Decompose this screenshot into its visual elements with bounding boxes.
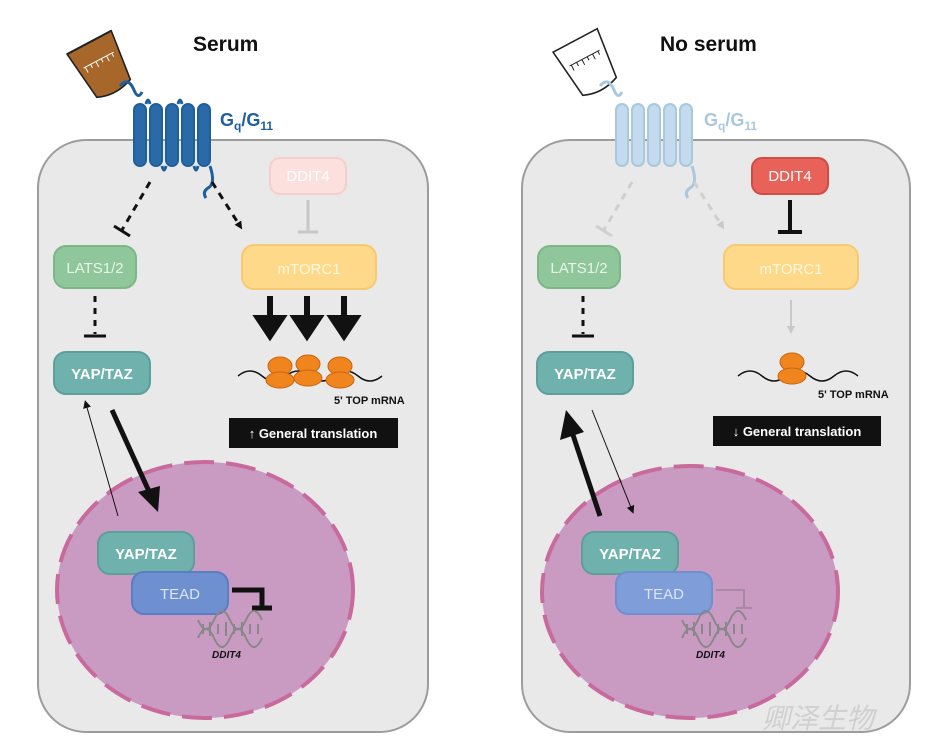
right-mtorc1-box <box>723 244 859 290</box>
right-tead-box <box>615 571 713 615</box>
left-tead-label: TEAD <box>160 586 200 603</box>
left-translation-banner <box>229 418 398 448</box>
right-ddit4-box <box>751 157 829 195</box>
right-yap-label: YAP/TAZ <box>554 366 616 383</box>
left-yap-export-arrow <box>83 400 119 517</box>
left-dna-icon <box>197 610 263 648</box>
right-receptor-to-lats <box>602 181 634 231</box>
right-ribosome <box>777 352 807 385</box>
right-mtorc1-label: mTORC1 <box>759 261 822 278</box>
left-ddit4-box <box>269 157 347 195</box>
left-receptor-to-lats <box>120 181 152 231</box>
right-yap-box <box>536 351 634 395</box>
left-gpcr-receptor <box>118 80 215 199</box>
serum-beaker-icon <box>65 29 132 99</box>
left-mrna-label: 5' TOP mRNA <box>334 395 405 407</box>
right-mrna-label: 5' TOP mRNA <box>818 389 889 401</box>
right-gpcr-receptor <box>598 80 697 199</box>
left-panel: Serum Gq/G11 DDIT4 LATS1/2 mTORC1 <box>37 29 429 733</box>
left-title: Serum <box>193 33 258 56</box>
left-ddit4-inhibit <box>298 200 318 234</box>
left-mtorc1-label: mTORC1 <box>277 261 340 278</box>
left-tead-box <box>131 571 229 615</box>
right-translation-banner <box>713 416 881 446</box>
left-mtorc1-box <box>241 244 377 290</box>
right-gene-label: DDIT4 <box>696 650 725 661</box>
right-translation-label: ↓ General translation <box>733 424 862 439</box>
left-mtorc1-arrows <box>252 296 362 342</box>
left-ribosomes <box>265 354 355 389</box>
right-yap-import-arrow <box>591 409 635 514</box>
no-serum-beaker-icon <box>551 27 618 97</box>
right-receptor-label: Gq/G11 <box>704 110 757 133</box>
left-receptor-label: Gq/G11 <box>220 110 273 133</box>
left-tead-inhibit <box>232 587 272 611</box>
right-tead-inhibit <box>716 589 752 609</box>
right-tead-label: TEAD <box>644 586 684 603</box>
left-translation-label: ↑ General translation <box>249 426 378 441</box>
right-lats-label: LATS1/2 <box>550 260 607 277</box>
right-dna-icon <box>681 610 747 648</box>
left-yap-import-arrow <box>109 408 155 500</box>
left-lats-label: LATS1/2 <box>66 260 123 277</box>
right-receptor-to-mtorc1 <box>692 181 725 230</box>
left-receptor-to-mtorc1 <box>210 181 243 230</box>
left-yap-label: YAP/TAZ <box>71 366 133 383</box>
right-ddit4-label: DDIT4 <box>768 168 811 185</box>
right-panel: No serum Gq/G11 DDIT4 LATS1/2 mTORC1 <box>521 27 911 733</box>
left-nuclear-yap-label: YAP/TAZ <box>115 546 177 563</box>
right-nuclear-yap-label: YAP/TAZ <box>599 546 661 563</box>
left-gene-label: DDIT4 <box>212 650 241 661</box>
right-yap-export-arrow <box>569 431 603 517</box>
left-yap-box <box>53 351 151 395</box>
left-ddit4-label: DDIT4 <box>286 168 329 185</box>
right-ddit4-inhibit <box>778 200 802 234</box>
right-lats-box <box>537 245 621 289</box>
right-title: No serum <box>660 33 757 56</box>
left-lats-box <box>53 245 137 289</box>
watermark: 卿泽生物 <box>762 702 878 735</box>
